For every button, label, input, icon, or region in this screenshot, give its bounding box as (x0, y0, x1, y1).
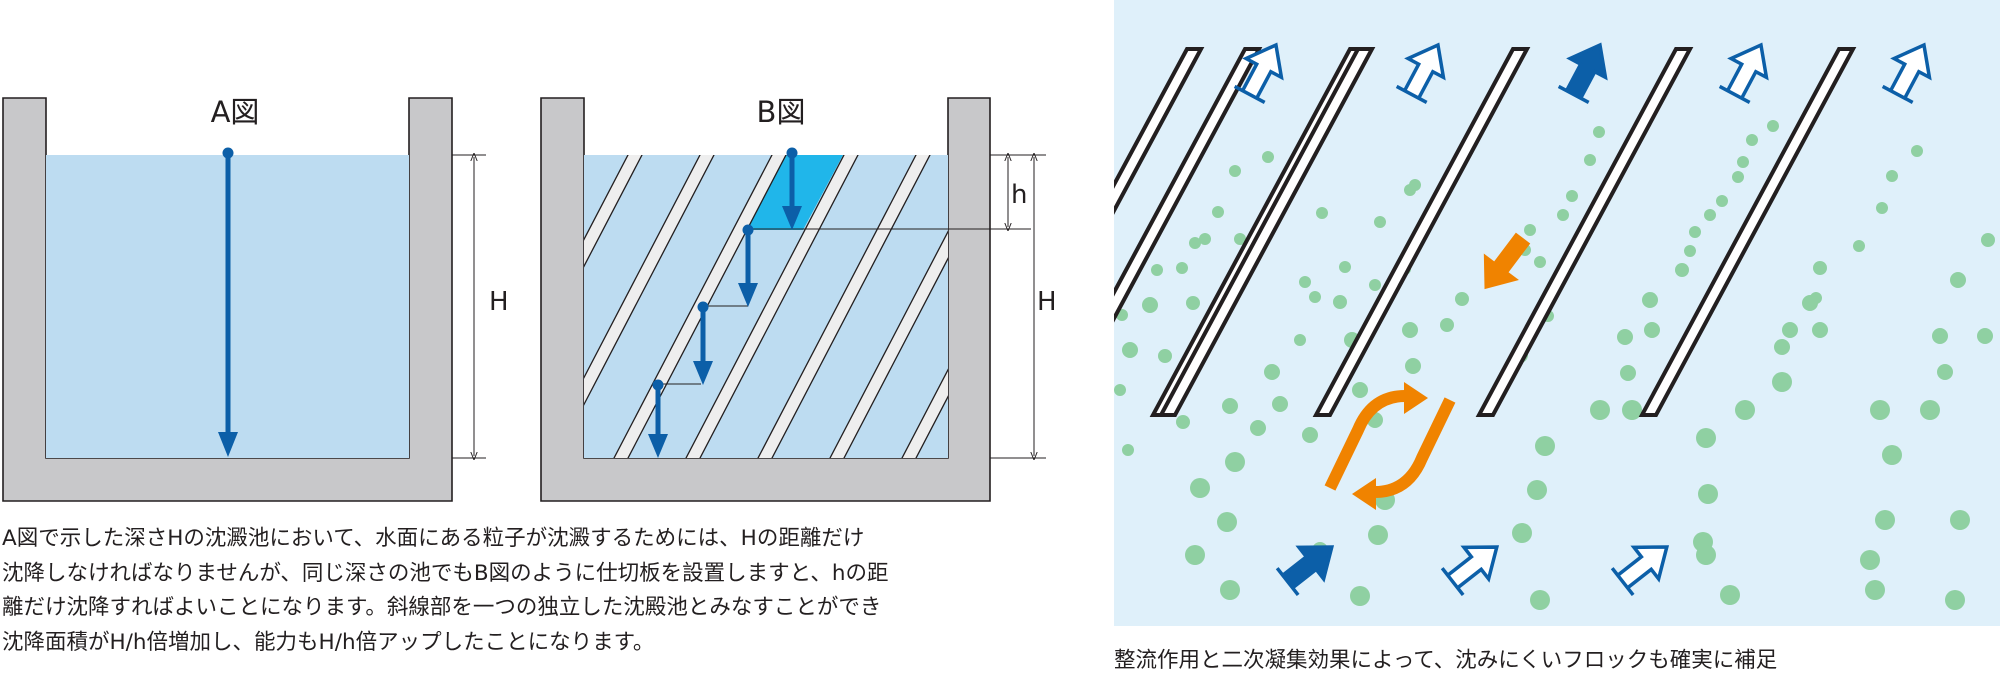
settling-arrow-a (218, 147, 238, 457)
caption-line: 沈降しなければなりませんが、同じ深さの池でもB図のように仕切板を設置しますと、h… (2, 560, 889, 586)
flow-arrow-icon (1440, 545, 1500, 597)
flow-caption: 整流作用と二次凝集効果によって、沈みにくいフロックも確実に補足 (1114, 648, 1778, 673)
panel-plate (1312, 47, 1531, 417)
flow-arrow-icon (1557, 42, 1608, 104)
depth-label-a: H (489, 287, 509, 317)
inclined-plate (584, 155, 643, 268)
flow-arrow-icon (1233, 42, 1284, 104)
flow-arrow-icon (1881, 42, 1932, 104)
panel-plates (1114, 47, 1857, 417)
inclined-plate (685, 155, 859, 458)
vortex-icon (1324, 382, 1456, 510)
panel-plate (1114, 47, 1205, 215)
inclined-plate (901, 368, 948, 458)
caption-line: 離だけ沈降すればよいことになります。斜線部を一つの独立した沈殿池とみなすことがで… (2, 595, 882, 620)
flow-arrow-icon (1610, 545, 1670, 597)
panel-background (1114, 0, 2000, 626)
figure-b-title: B図 (757, 95, 806, 129)
figure-a: A図 H (2, 95, 509, 502)
figure-a-title: A図 (211, 95, 260, 129)
settling-arrows-b (648, 147, 802, 458)
upflow-arrows-top (1233, 42, 1932, 104)
settling-floc-arrow-icon (1483, 232, 1531, 290)
figure-b: B図 h H (540, 95, 1057, 502)
caption-line: 沈降面積がH/h倍増加し、能力もH/h倍アップしたことになります。 (2, 629, 655, 655)
flow-arrow-icon (1275, 545, 1335, 597)
panel-plate (1475, 47, 1694, 417)
flow-arrow-icon (1718, 42, 1769, 104)
depth-dimension-a (452, 155, 486, 458)
settling-steps-b (658, 228, 1031, 385)
flow-panel (1114, 0, 2000, 626)
inclined-plate (829, 230, 948, 458)
partition-label-h: h (1011, 180, 1027, 210)
explanation-caption: A図で示した深さHの沈澱池において、水面にある粒子が沈澱するためには、Hの距離だ… (2, 522, 1002, 660)
panel-plate (1157, 47, 1376, 417)
depth-label-b: H (1037, 287, 1057, 317)
inclined-plate (757, 155, 931, 458)
depth-dimensions-b (990, 155, 1046, 458)
panel-plate (1114, 47, 1263, 323)
flow-arrow-icon (1395, 42, 1446, 104)
panel-plate (1638, 47, 1857, 417)
inclined-plate (584, 155, 715, 406)
caption-line: A図で示した深さHの沈澱池において、水面にある粒子が沈澱するためには、Hの距離だ… (2, 526, 865, 551)
upflow-arrows-bottom (1275, 545, 1670, 597)
